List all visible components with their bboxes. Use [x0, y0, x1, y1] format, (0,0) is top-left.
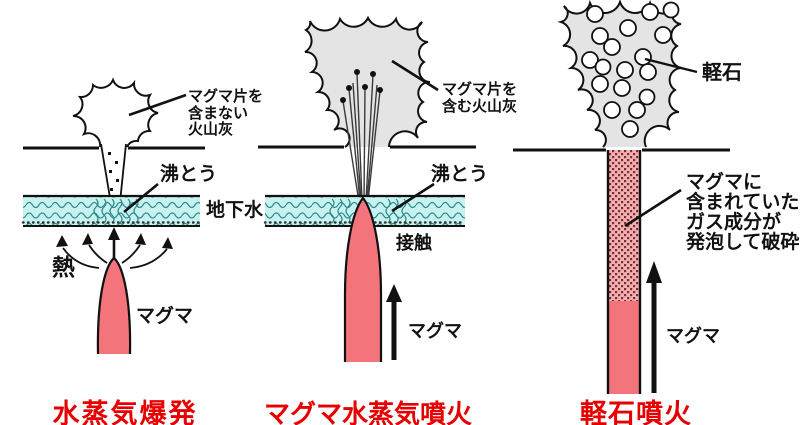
steam-cloud: [72, 77, 159, 148]
ash-with-fragments-line1: マグマ片を: [442, 80, 518, 98]
fragmented-magma-zone: [609, 150, 639, 302]
panel-phreatomagmatic-graphics: [258, 15, 476, 362]
heat-arrows: [62, 238, 168, 269]
magma-label-right: マグマ: [666, 326, 720, 347]
conduit-magma: [609, 301, 639, 394]
ash-cloud: [304, 15, 431, 148]
ash-no-fragments-line2: 含まない: [188, 103, 249, 122]
magma-rise-arrow-right: [646, 261, 662, 393]
ash-no-fragments-line3: 火山灰: [188, 120, 234, 138]
groundwater-label: 地下水: [206, 199, 264, 221]
heat-label: 熱: [52, 255, 75, 281]
ash-pointer-line-left: [128, 93, 187, 117]
ash-no-fragments-label: マグマ片を 含まない 火山灰: [188, 88, 263, 138]
gas-foaming-line4: 発泡して破砕: [686, 231, 800, 253]
panel-phreatic-graphics: [21, 77, 205, 355]
gas-foaming-line2: 含まれていた: [686, 191, 800, 213]
magma-label-middle: マグマ: [408, 321, 462, 342]
gas-foaming-line1: マグマに: [686, 171, 763, 193]
title-phreatomagmatic-eruption: マグマ水蒸気噴火: [263, 400, 472, 425]
gas-foaming-line3: ガス成分が: [686, 211, 782, 233]
groundwater-band-left: [21, 194, 202, 227]
magma-dome: [96, 256, 132, 355]
magma-fragment-trails: [342, 72, 381, 203]
gas-pointer-line: [624, 188, 682, 228]
gas-foaming-label: マグマに 含まれていた ガス成分が 発泡して破砕: [686, 172, 799, 252]
boiling-label-left: 沸とう: [160, 163, 218, 185]
contact-label: 接触: [396, 233, 432, 254]
magma-column: [343, 196, 383, 362]
boiling-pointer-line-left: [123, 182, 159, 214]
panel-pumice-graphics: [513, 0, 730, 394]
pumice-clasts: [581, 1, 680, 138]
pumice-label: 軽石: [702, 60, 742, 84]
title-phreatic-explosion: 水蒸気爆発: [52, 399, 198, 425]
ash-no-fragments-line1: マグマ片を: [188, 87, 264, 105]
heat-arrowheads: [56, 227, 173, 249]
boiling-pointer-line-middle: [391, 182, 435, 213]
magma-rise-arrow-middle: [386, 284, 402, 360]
ash-with-fragments-label: マグマ片を 含む火山灰: [442, 81, 517, 114]
pumice-pointer-line: [644, 57, 698, 74]
magma-label-left: マグマ: [136, 305, 194, 327]
volcanic-conduit: [606, 150, 642, 394]
ash-pointer-line-middle: [391, 59, 439, 92]
title-pumice-eruption: 軽石噴火: [580, 399, 692, 425]
magma-fragment-dots: [340, 69, 383, 103]
ash-with-fragments-line2: 含む火山灰: [442, 96, 518, 115]
boiling-label-middle: 沸とう: [431, 163, 489, 185]
